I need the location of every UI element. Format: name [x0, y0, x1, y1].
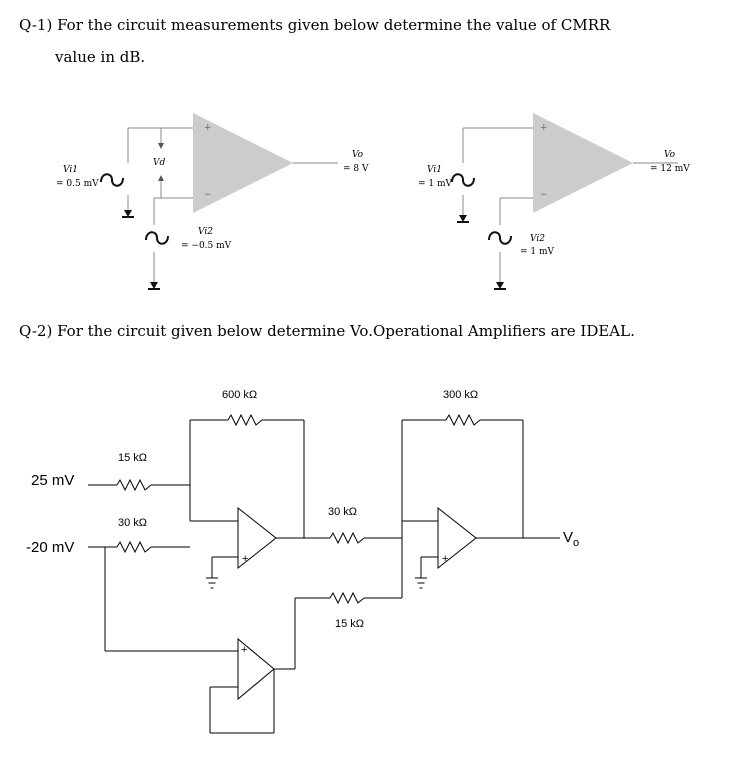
q1-left-vi2-symbol: Vi2 [198, 227, 213, 237]
resistor-15k-input [116, 478, 152, 492]
q1-left-ground-2 [148, 282, 160, 290]
source-neg20mv: -20 mV [26, 539, 74, 556]
q2-wiring [88, 419, 560, 734]
q1-right-vi2-symbol: Vi2 [530, 234, 545, 244]
question-1-line-2: value in dB. [55, 48, 146, 66]
label-600k: 600 kΩ [222, 389, 257, 401]
label-300k: 300 kΩ [443, 389, 478, 401]
q1-left-ground-1 [122, 210, 134, 218]
q2-opamp-1 [237, 506, 277, 570]
q1-left-vd-symbol: Vd [153, 158, 165, 168]
q2-buffer-plus: + [241, 644, 247, 656]
q1-right-vo-value: = 12 mV [650, 164, 690, 174]
q2-opamp-buffer [237, 637, 275, 701]
q1-right-vo-symbol: Vo [664, 150, 676, 160]
q1-left-source-1 [100, 173, 124, 187]
q1-left-circuit [127, 113, 338, 282]
q1-left-vi1-symbol: Vi1 [63, 165, 78, 175]
q1-left-opamp [193, 113, 293, 213]
q1-right-vi1-symbol: Vi1 [427, 165, 442, 175]
question-2: Q-2) For the circuit given below determi… [19, 322, 635, 340]
q1-left-vo-value: = 8 V [343, 164, 369, 174]
q1-right-ground-2 [494, 282, 506, 290]
resistor-15k-low [329, 591, 365, 605]
resistor-30k-input [116, 540, 152, 554]
resistor-600k [227, 413, 263, 427]
q1-left-vi2-value: = −0.5 mV [181, 241, 232, 251]
q1-right-circuit [462, 113, 678, 282]
q1-left-vo-symbol: Vo [352, 150, 364, 160]
q1-left-source-2 [145, 231, 169, 245]
q1-right-source-2 [488, 231, 512, 245]
q1-right-plus: + [540, 123, 548, 133]
q1-right-minus: − [540, 190, 548, 200]
q1-left-vi1-value: = 0.5 mV [56, 179, 99, 189]
q1-right-opamp [533, 113, 633, 213]
q1-right-vi1-value: = 1 mV [418, 179, 453, 189]
resistor-300k [445, 413, 481, 427]
label-15k-low: 15 kΩ [335, 618, 364, 630]
label-15k-input: 15 kΩ [118, 452, 147, 464]
label-30k-mid: 30 kΩ [328, 506, 357, 518]
output-vo: Vo [563, 529, 579, 549]
q2-opamp-2-plus: + [442, 553, 448, 565]
label-30k-input: 30 kΩ [118, 517, 147, 529]
q1-right-source-1 [451, 173, 475, 187]
question-1-line-1: Q-1) For the circuit measurements given … [19, 16, 611, 34]
q2-opamp-2 [437, 506, 477, 570]
source-25mv: 25 mV [31, 472, 74, 489]
q1-right-vi2-value: = 1 mV [520, 247, 555, 257]
resistor-30k-mid [329, 531, 365, 545]
q1-left-minus: − [204, 190, 212, 200]
q2-opamp-1-plus: + [242, 553, 248, 565]
q1-left-plus: + [204, 123, 212, 133]
q1-right-ground-1 [457, 215, 469, 223]
